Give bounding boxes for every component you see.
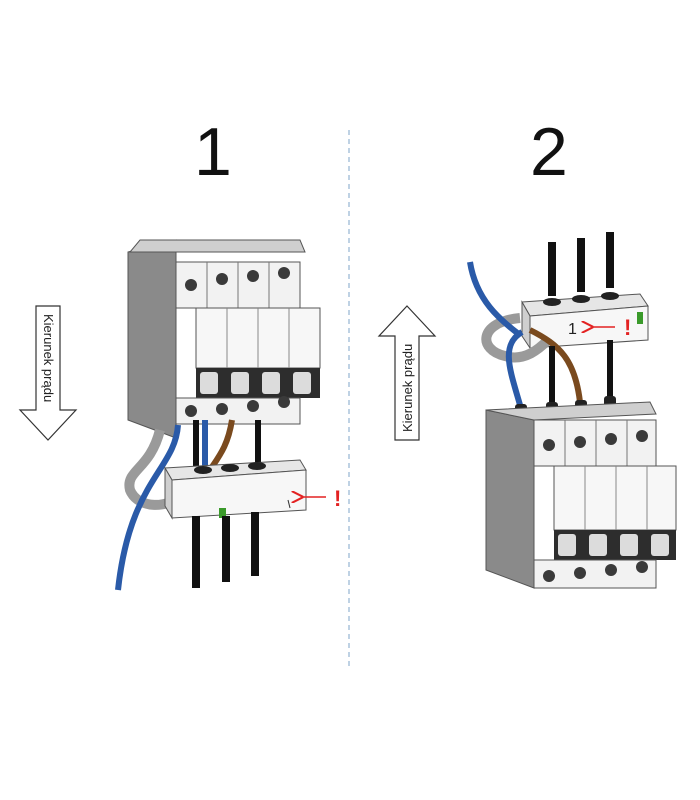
step-1-number: 1 bbox=[194, 114, 232, 190]
module-2-marking: 1 bbox=[568, 321, 577, 338]
step-2-panel: 2 Kierunek prądu 1 ! bbox=[377, 114, 677, 589]
step-1-warning-mark: ! bbox=[334, 486, 341, 511]
step-1-arrow-label: Kierunek prądu bbox=[41, 314, 56, 402]
current-direction-arrow-up: Kierunek prądu bbox=[377, 305, 437, 441]
circuit-breaker-2 bbox=[485, 401, 677, 589]
step-2-input-wires bbox=[548, 232, 614, 296]
step-1-output-wires bbox=[192, 512, 259, 588]
current-sensor-module-2: 1 ! bbox=[521, 292, 649, 350]
step-2-warning-mark: ! bbox=[624, 315, 631, 340]
step-2-arrow-label: Kierunek prądu bbox=[400, 344, 415, 432]
step-2-number: 2 bbox=[530, 114, 568, 190]
current-sensor-module-1: ! bbox=[164, 459, 341, 520]
current-direction-arrow-down: Kierunek prądu bbox=[18, 305, 78, 441]
step-1-panel: 1 Kierunek prądu bbox=[18, 114, 341, 591]
circuit-breaker-1 bbox=[127, 239, 321, 439]
